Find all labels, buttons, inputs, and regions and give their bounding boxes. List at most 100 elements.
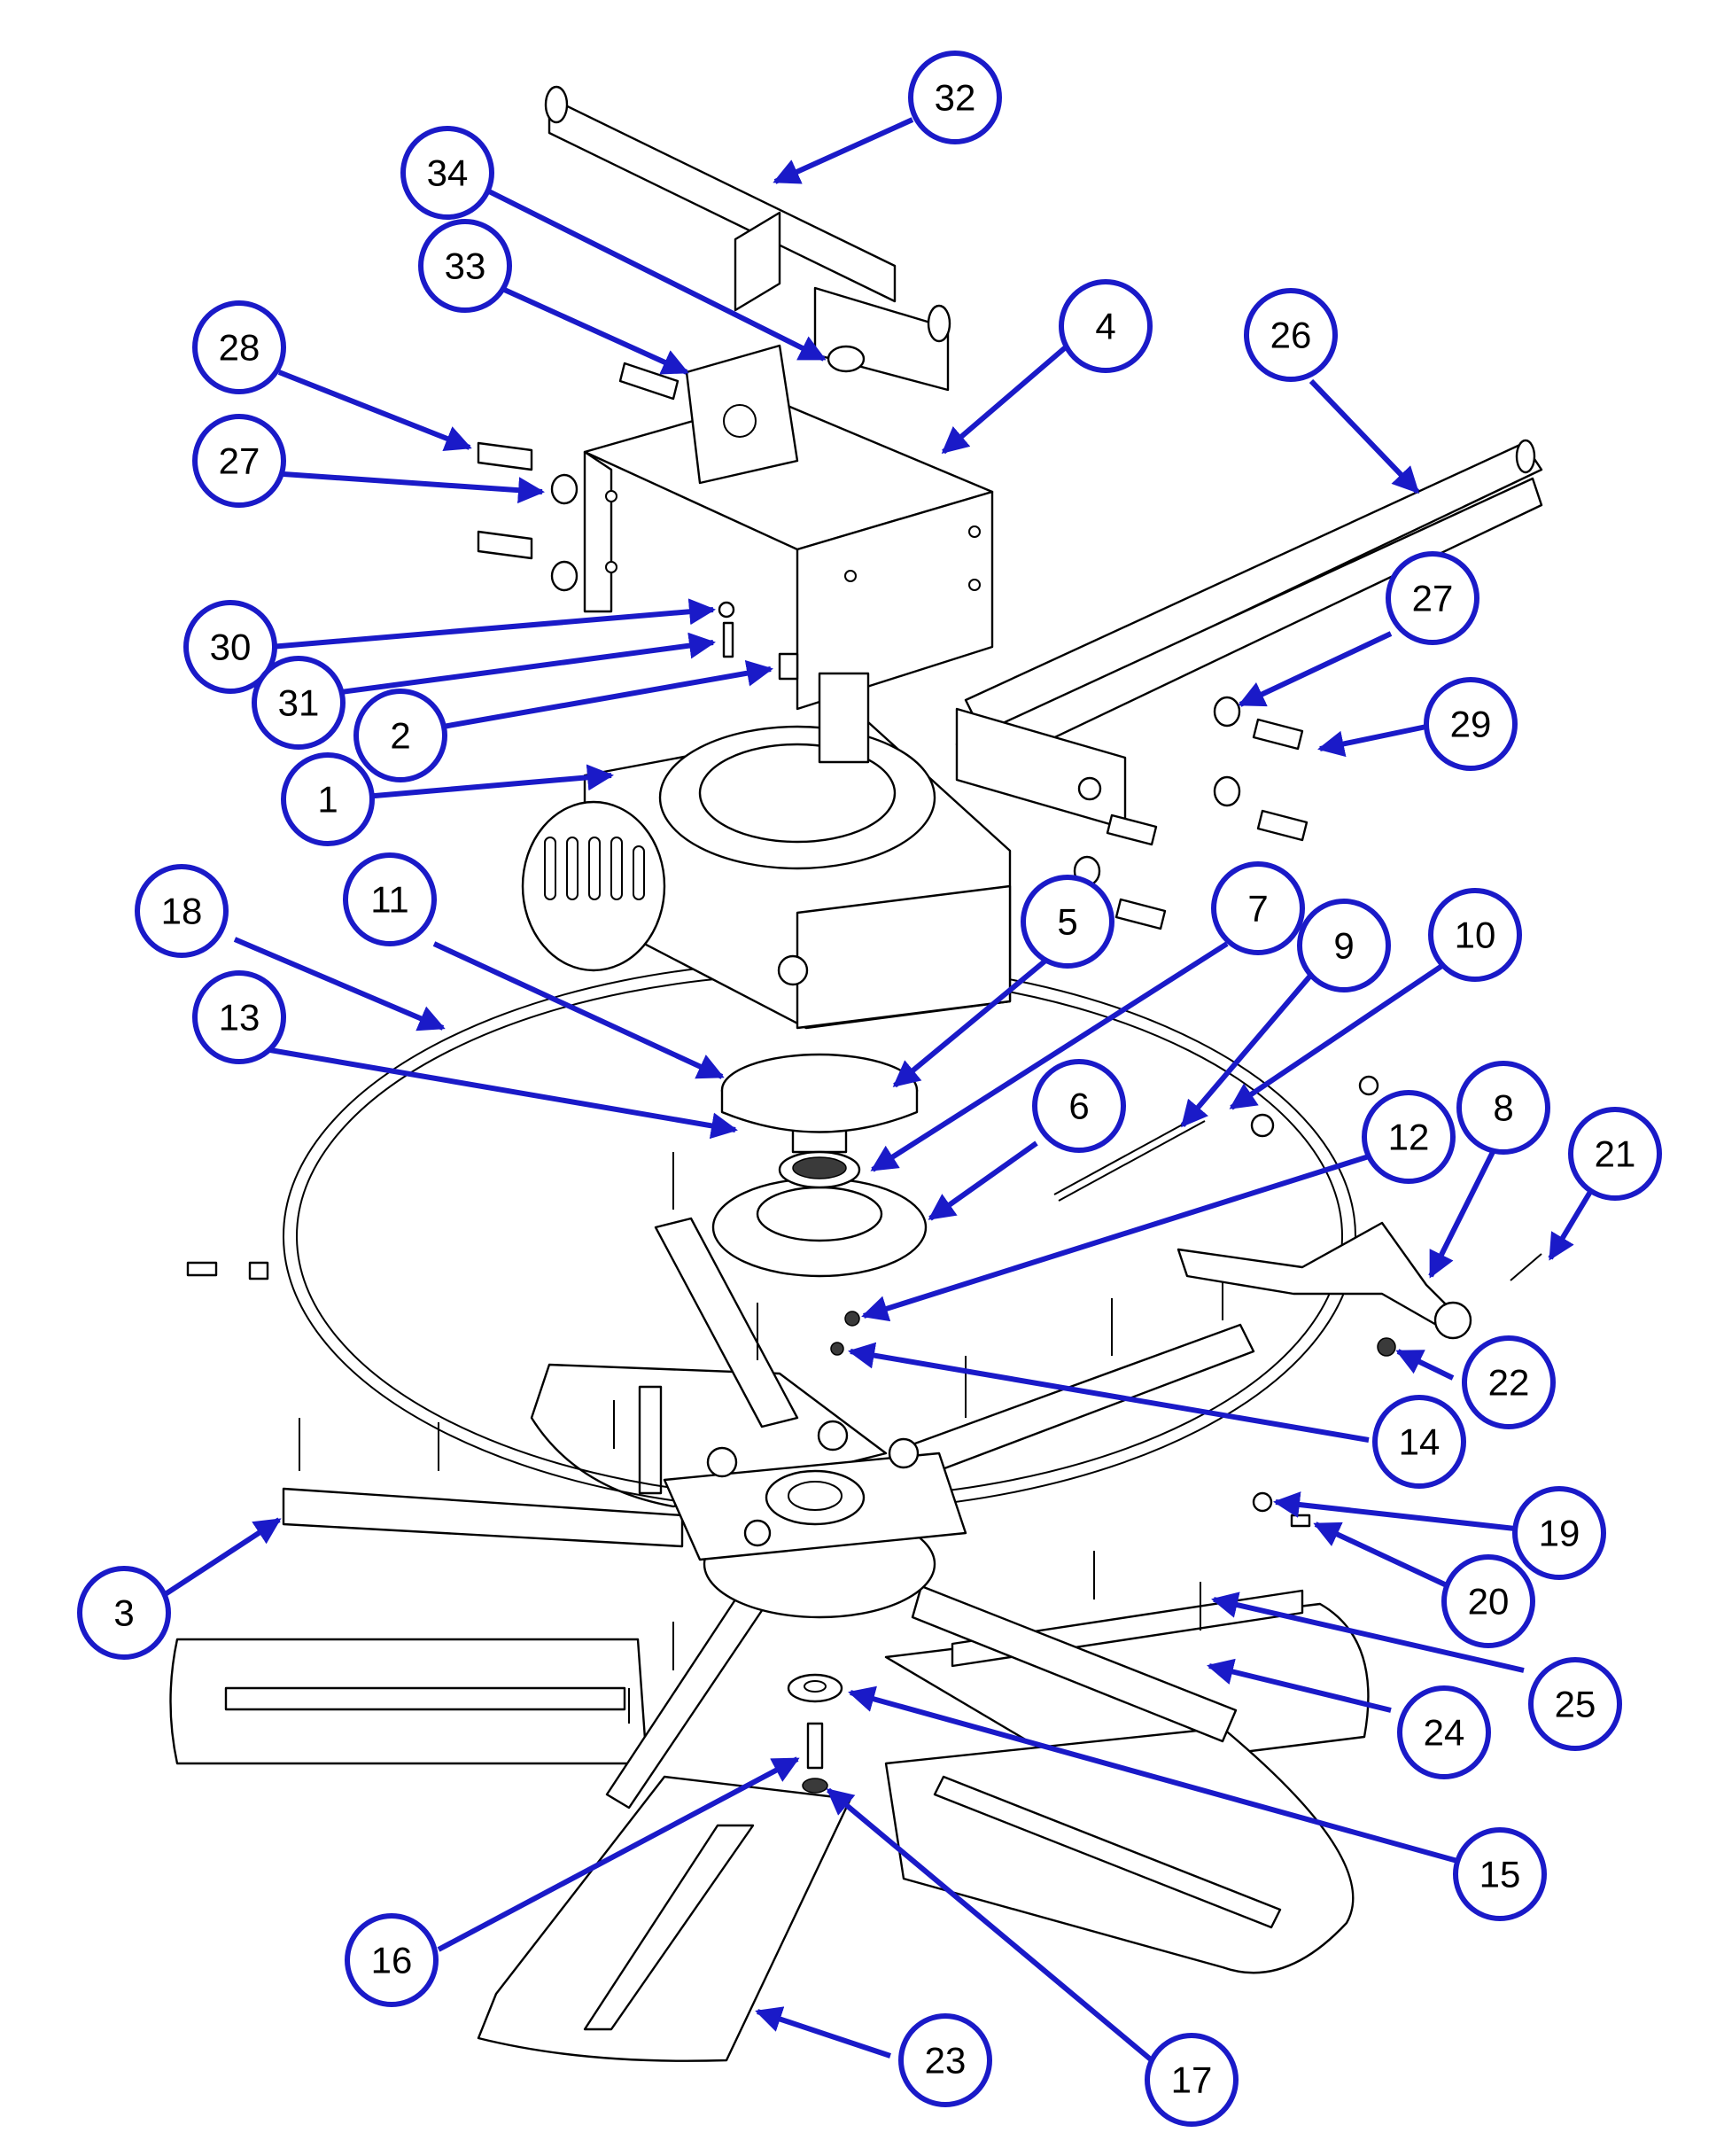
callout-18: 18: [135, 864, 229, 958]
svg-text:10: 10: [1455, 915, 1496, 956]
svg-text:24: 24: [1424, 1712, 1465, 1754]
svg-text:19: 19: [1539, 1513, 1580, 1554]
callout-26: 26: [1244, 288, 1338, 382]
callout-34: 34: [400, 126, 494, 220]
leader-8: [1428, 1150, 1495, 1279]
leader-27b: [1238, 631, 1393, 707]
svg-text:12: 12: [1388, 1117, 1430, 1158]
callout-13: 13: [192, 970, 286, 1064]
leader-21: [1548, 1190, 1593, 1261]
leader-33: [499, 285, 689, 375]
svg-text:2: 2: [390, 715, 410, 757]
svg-text:20: 20: [1468, 1581, 1510, 1623]
svg-text:18: 18: [161, 891, 203, 932]
callout-16: 16: [345, 1913, 439, 2007]
leader-23: [755, 2006, 891, 2059]
svg-text:13: 13: [219, 997, 260, 1039]
callout-9: 9: [1297, 899, 1391, 992]
callout-15: 15: [1453, 1827, 1547, 1921]
leader-15: [848, 1685, 1458, 1864]
handle-arm: [955, 439, 1543, 830]
svg-text:9: 9: [1333, 925, 1354, 967]
svg-text:33: 33: [445, 245, 486, 287]
svg-text:26: 26: [1270, 315, 1312, 356]
leader-27a: [283, 471, 545, 504]
callout-23: 23: [898, 2013, 992, 2107]
svg-text:28: 28: [219, 327, 260, 369]
callout-22: 22: [1462, 1335, 1556, 1429]
leader-30: [269, 598, 716, 650]
leader-5: [892, 954, 1052, 1088]
callout-3: 3: [77, 1566, 171, 1660]
svg-text:5: 5: [1057, 901, 1077, 943]
callout-29: 29: [1424, 677, 1518, 771]
leader-6: [928, 1140, 1038, 1221]
svg-text:11: 11: [370, 879, 409, 921]
gearbox: [521, 720, 1012, 1030]
callout-31: 31: [252, 656, 346, 750]
leader-26: [1309, 378, 1420, 494]
callout-33: 33: [418, 219, 512, 313]
svg-text:21: 21: [1595, 1133, 1636, 1175]
leader-17: [826, 1787, 1153, 2063]
svg-text:15: 15: [1479, 1854, 1521, 1895]
leader-24: [1207, 1658, 1392, 1713]
callout-28: 28: [192, 300, 286, 394]
leader-18: [233, 937, 446, 1031]
callout-7: 7: [1211, 861, 1305, 955]
svg-text:14: 14: [1399, 1421, 1441, 1463]
svg-text:30: 30: [210, 627, 252, 668]
spider-hub: [663, 1420, 967, 1619]
callout-25: 25: [1528, 1657, 1622, 1751]
svg-text:27: 27: [219, 440, 260, 482]
svg-text:4: 4: [1095, 306, 1115, 347]
leader-25: [1211, 1592, 1525, 1673]
callout-11: 11: [343, 852, 437, 946]
leader-4: [941, 343, 1069, 455]
leader-2: [442, 659, 773, 729]
leader-13: [269, 1047, 738, 1140]
leader-22: [1395, 1349, 1455, 1381]
svg-text:16: 16: [371, 1940, 413, 1981]
leader-31: [314, 632, 716, 698]
handle-yoke: [544, 85, 951, 485]
leader-lines: [162, 117, 1593, 2063]
callout-2: 2: [353, 689, 447, 782]
callout-4: 4: [1059, 279, 1153, 373]
leader-9: [1180, 973, 1314, 1128]
svg-text:3: 3: [113, 1592, 134, 1634]
parts-drawing: [169, 85, 1543, 2062]
svg-text:1: 1: [317, 779, 338, 821]
svg-text:22: 22: [1488, 1362, 1530, 1404]
svg-text:29: 29: [1450, 704, 1492, 745]
leader-7: [870, 941, 1229, 1172]
leader-34: [477, 183, 827, 362]
mounting-bracket: [583, 397, 994, 764]
leader-28: [277, 370, 472, 452]
trowel-blades: [169, 1363, 1370, 2062]
callout-24: 24: [1397, 1685, 1491, 1779]
leader-20: [1313, 1522, 1450, 1589]
svg-text:25: 25: [1555, 1684, 1596, 1725]
leader-10: [1229, 959, 1450, 1110]
leader-14: [848, 1342, 1370, 1443]
svg-text:7: 7: [1247, 888, 1268, 930]
leader-19: [1273, 1491, 1516, 1531]
callouts: 32 34 33 4 26 28 27 27 29 30 31 2 1 18 1…: [77, 51, 1662, 2127]
leader-29: [1317, 724, 1427, 758]
svg-text:32: 32: [935, 77, 976, 119]
loose-fasteners: [186, 362, 1542, 1794]
callout-27b: 27: [1386, 551, 1479, 645]
leader-1: [353, 764, 614, 800]
callout-8: 8: [1456, 1061, 1550, 1155]
callout-12: 12: [1362, 1090, 1456, 1184]
thrust-collar-assembly: [711, 1053, 928, 1278]
svg-text:6: 6: [1068, 1086, 1089, 1127]
callout-14: 14: [1372, 1395, 1466, 1489]
svg-text:17: 17: [1171, 2059, 1213, 2101]
leader-12: [861, 1154, 1370, 1322]
svg-text:8: 8: [1493, 1087, 1513, 1129]
callout-32: 32: [908, 51, 1002, 144]
leader-16: [437, 1756, 800, 1952]
